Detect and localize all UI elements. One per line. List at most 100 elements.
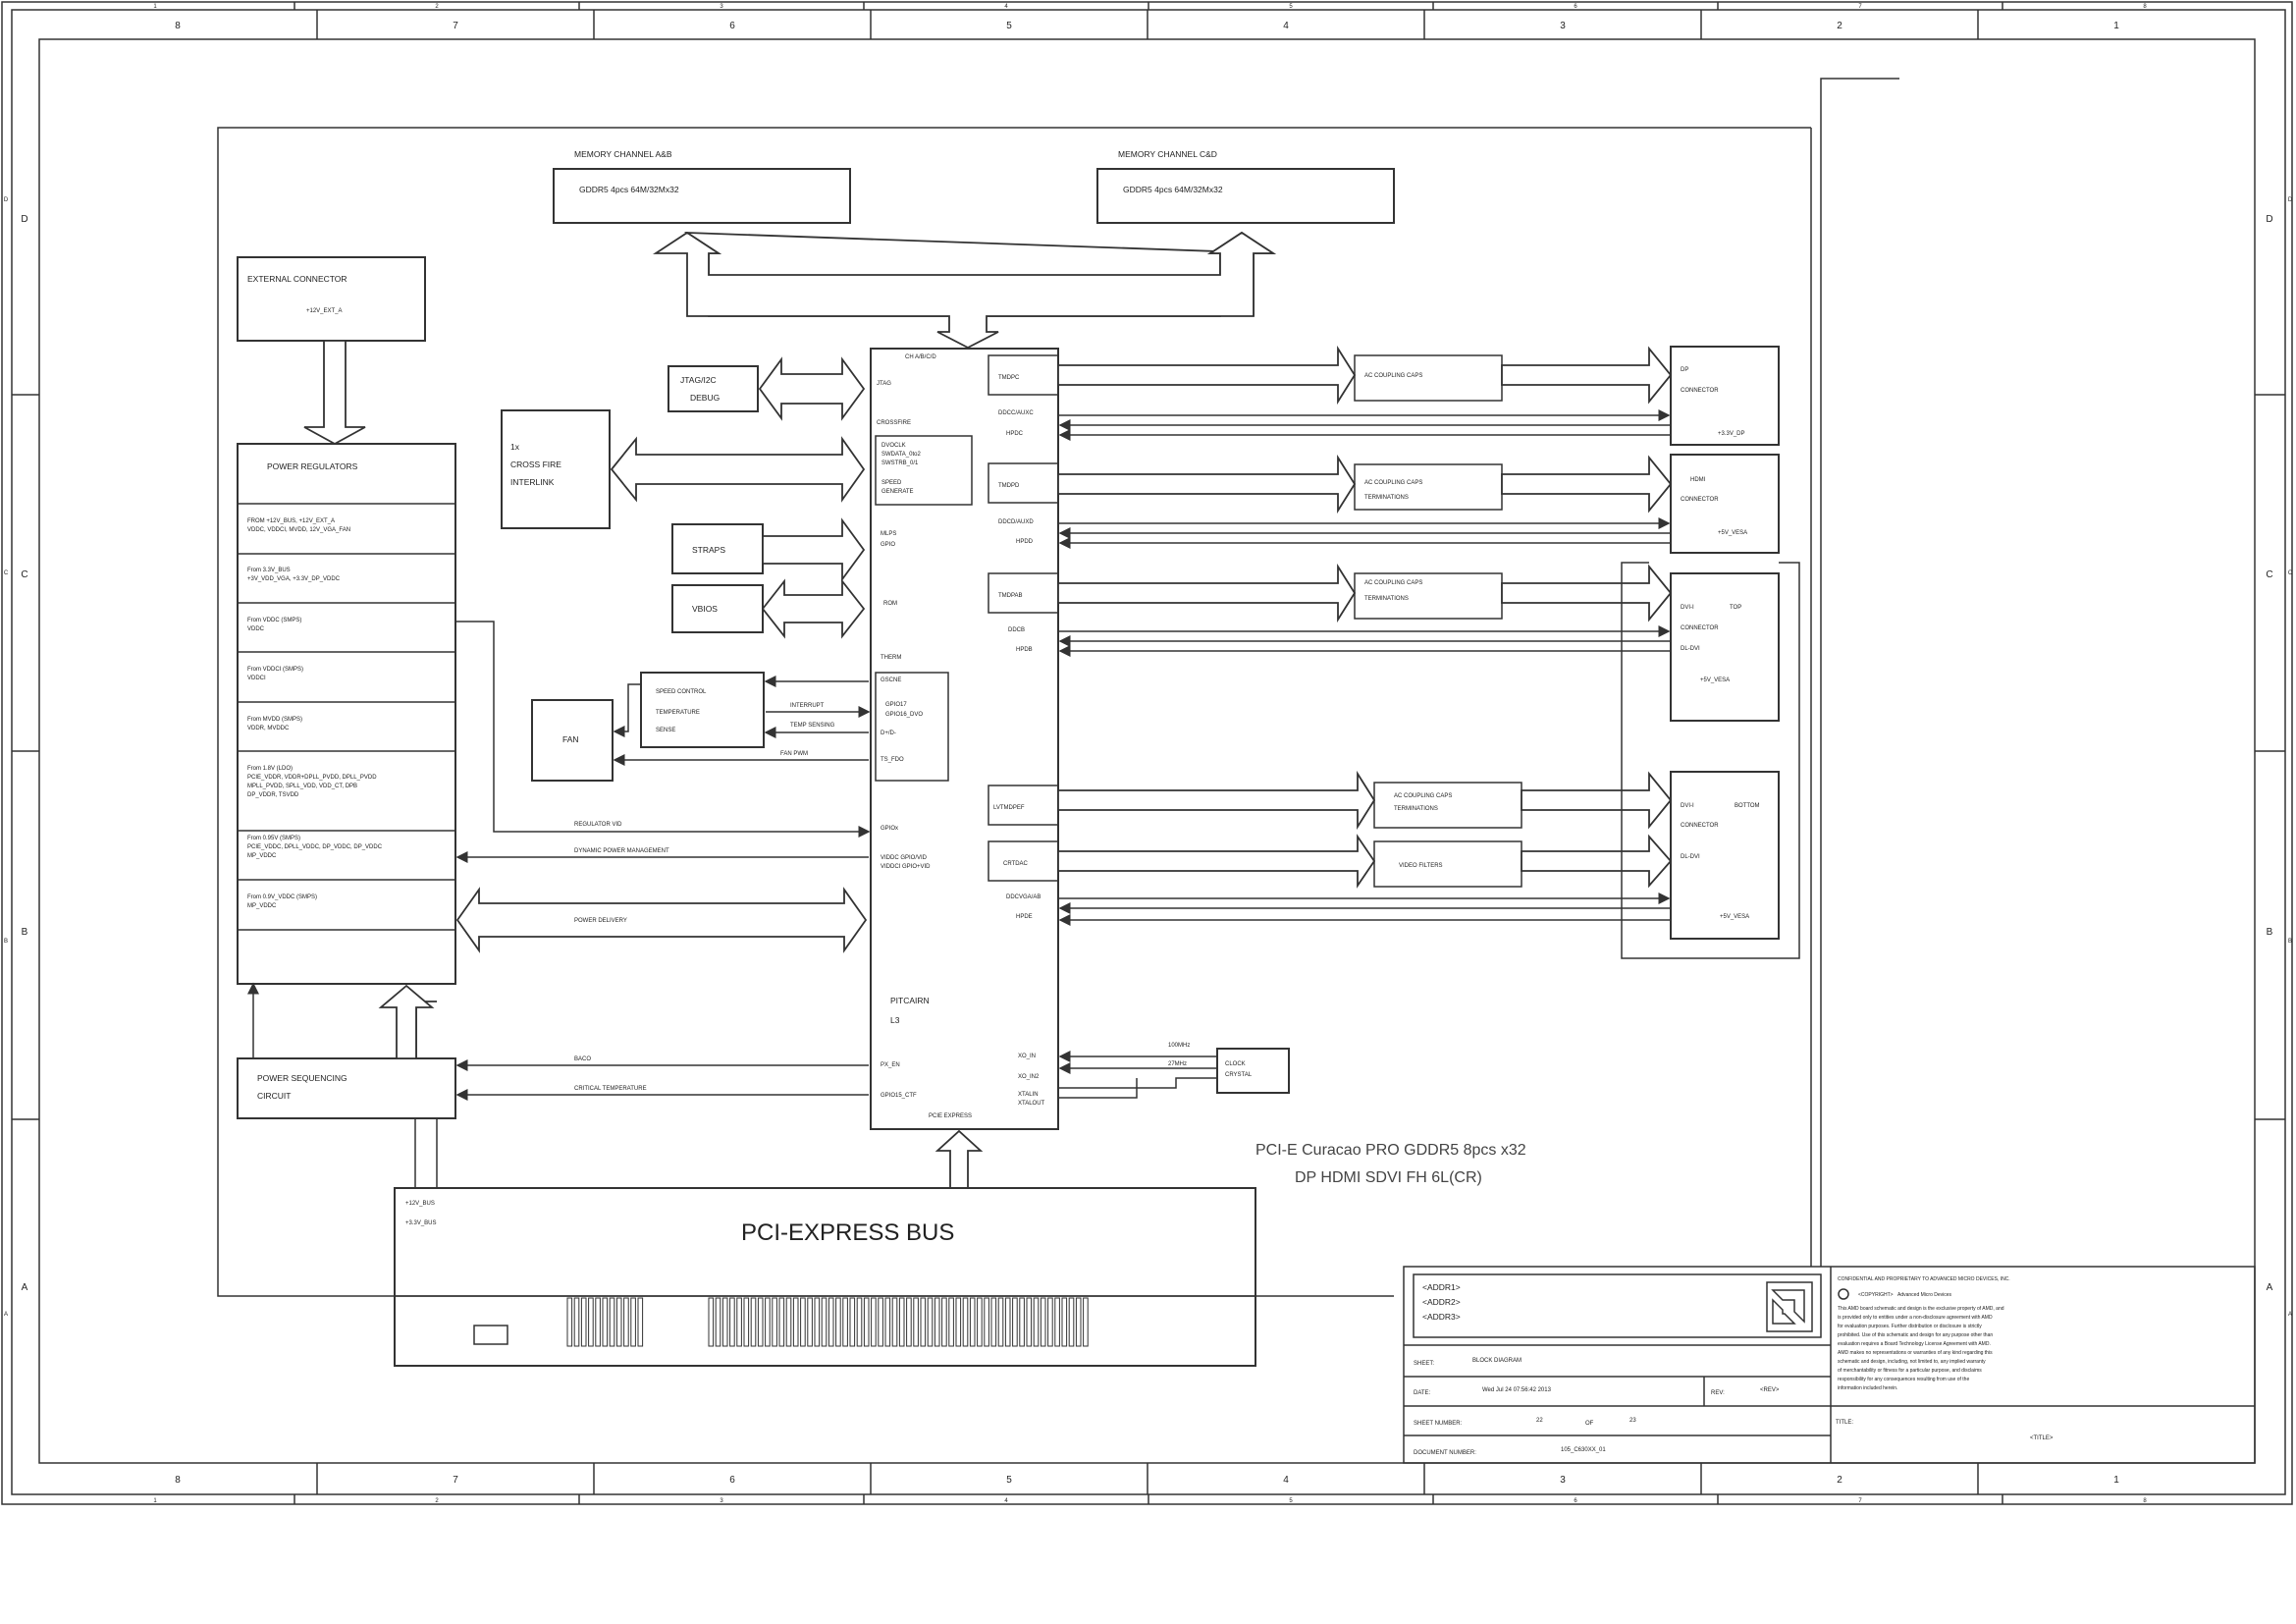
power-reg-row: From VDDCI (SMPS)	[247, 667, 303, 673]
gpu-pwr-en: PX_EN	[881, 1062, 900, 1068]
tb-legal-line: AMD makes no representations or warranti…	[1838, 1350, 1993, 1356]
col-label-top: 4	[1283, 21, 1289, 31]
coupling-dvibot-2: TERMINATIONS	[1394, 806, 1438, 812]
straps-box: STRAPS	[671, 523, 764, 574]
tb-sheet-label: SHEET:	[1414, 1361, 1434, 1367]
power-sequencing: POWER SEQUENCING CIRCUIT	[237, 1057, 456, 1119]
tb-title-label: TITLE:	[1836, 1420, 1853, 1426]
clock-line2: CRYSTAL	[1225, 1072, 1253, 1078]
dp-arrow-1	[1057, 345, 1357, 406]
dvibot-arrow-1	[1057, 770, 1376, 831]
fine-col-top: 6	[1574, 4, 1577, 10]
dvibot-conn-1: DVI-I	[1681, 803, 1694, 809]
pcie-finger	[969, 1297, 976, 1347]
coupling-caps-dp: AC COUPLING CAPS	[1354, 354, 1503, 402]
pcie-finger	[856, 1297, 863, 1347]
coupling-caps-dvitop: AC COUPLING CAPS TERMINATIONS	[1354, 572, 1503, 620]
pcie-finger	[828, 1297, 834, 1347]
pcie-finger	[1040, 1297, 1046, 1347]
fine-col-top: 3	[720, 4, 723, 10]
col-label-bottom: 1	[2113, 1475, 2119, 1486]
coupling-dvitop-1: AC COUPLING CAPS	[1364, 580, 1422, 586]
gpu-name2: L3	[890, 1015, 900, 1025]
power-reg-row: MPLL_PVDD, SPLL_VDD, VDD_CT, DPB	[247, 784, 357, 789]
power-reg-row: +3V_VDD_VGA, +3.3V_DP_VDDC	[247, 576, 341, 582]
power-reg-row: DP_VDDR, TSVDD	[247, 792, 299, 798]
pcie-finger	[1019, 1297, 1025, 1347]
straps-label: STRAPS	[692, 545, 725, 555]
row-label-right: A	[2267, 1282, 2273, 1293]
coupling-dvibot-1: AC COUPLING CAPS	[1394, 793, 1452, 799]
pcie-finger	[1054, 1297, 1060, 1347]
pcie-finger	[630, 1297, 636, 1347]
gpu-gpio-ctf: GPIO15_CTF	[881, 1093, 917, 1099]
power-delivery-label: POWER DELIVERY	[574, 918, 627, 924]
straps-arrow	[762, 517, 866, 582]
power-reg-row: From 1.8V (LDO)	[247, 766, 293, 772]
col-label-top: 8	[175, 21, 181, 31]
tmds-aux: DDCB	[1008, 627, 1025, 633]
power-regulators: POWER REGULATORS FROM +12V_BUS, +12V_EXT…	[237, 443, 456, 985]
speed-ctrl-line3: SENSE	[656, 728, 675, 733]
pcie-finger	[602, 1297, 609, 1347]
row-label-right: C	[2266, 569, 2272, 580]
crossfire-line2: CROSS FIRE	[510, 460, 561, 469]
pcie-v33: +3.3V_BUS	[405, 1220, 437, 1226]
row-label-left: D	[21, 214, 27, 225]
pcie-finger	[941, 1297, 947, 1347]
pcie-title: PCI-EXPRESS BUS	[741, 1219, 954, 1246]
fine-col-bottom: 1	[153, 1498, 157, 1504]
dvitop-conn-1b: TOP	[1730, 605, 1741, 611]
jtag-debug: JTAG/I2C DEBUG	[667, 365, 759, 412]
pcie-finger	[708, 1297, 715, 1347]
memory-ab-part: GDDR5 4pcs 64M/32Mx32	[579, 185, 679, 194]
dp-arrow-2	[1501, 346, 1673, 405]
fine-col-top: 8	[2143, 4, 2147, 10]
fine-col-bottom: 8	[2143, 1498, 2147, 1504]
fine-row-left: D	[4, 197, 9, 203]
pcie-finger	[580, 1297, 587, 1347]
amd-logo	[1766, 1281, 1813, 1332]
gpu-sub: DVOCLK	[881, 443, 906, 449]
pcie-finger	[962, 1297, 969, 1347]
col-label-bottom: 2	[1837, 1475, 1842, 1486]
speed-ctrl-line1: SPEED CONTROL	[656, 689, 707, 695]
pcie-finger	[863, 1297, 870, 1347]
pcie-finger	[821, 1297, 828, 1347]
fine-col-bottom: 7	[1858, 1498, 1862, 1504]
tb-date-label: DATE:	[1414, 1390, 1431, 1396]
gpu-name1: PITCAIRN	[890, 996, 930, 1005]
gpu-pitcairn: CH A/B/C/D JTAG CROSSFIRE DVOCLK SWDATA_…	[870, 348, 1059, 1130]
fine-col-top: 5	[1289, 4, 1293, 10]
power-reg-row: VDDC	[247, 626, 265, 632]
pcie-finger	[1047, 1297, 1053, 1347]
tmdpab-label: TMDPAB	[998, 593, 1023, 599]
fine-col-bottom: 3	[720, 1498, 723, 1504]
pcie-finger	[1075, 1297, 1082, 1347]
tb-sheetnum-value: 22	[1536, 1418, 1543, 1424]
mhz100-label: 100MHz	[1168, 1043, 1190, 1049]
pcie-finger	[1004, 1297, 1011, 1347]
dvibot-conn-4: +5V_VESA	[1720, 914, 1749, 920]
pcie-finger	[623, 1297, 629, 1347]
tmds-hpd: HPDB	[1016, 647, 1033, 653]
dvi-bottom-connector: DVI-I BOTTOM CONNECTOR DL-DVI +5V_VESA	[1670, 771, 1780, 940]
row-label-left: A	[22, 1282, 28, 1293]
pcie-finger	[920, 1297, 927, 1347]
tmds-aux: DDCD/AUXD	[998, 519, 1034, 525]
col-label-bottom: 8	[175, 1475, 181, 1486]
tb-sheetnum-label: SHEET NUMBER:	[1414, 1421, 1463, 1427]
vbios-box: VBIOS	[671, 584, 764, 633]
tmds-hpd: HPDC	[1006, 431, 1024, 437]
coupling-hdmi-1: AC COUPLING CAPS	[1364, 480, 1422, 486]
dp-conn-1: DP	[1681, 367, 1688, 373]
row-label-right: D	[2266, 214, 2272, 225]
mhz27-label: 27MHz	[1168, 1061, 1187, 1067]
pcie-finger	[573, 1297, 580, 1347]
power-reg-row: From 3.3V_BUS	[247, 568, 291, 573]
gpu-sub: SPEED	[881, 480, 902, 486]
pcie-finger	[1083, 1297, 1089, 1347]
tmds-hpd: HPDD	[1016, 539, 1034, 545]
gpu-crossfire: CROSSFIRE	[877, 420, 911, 426]
